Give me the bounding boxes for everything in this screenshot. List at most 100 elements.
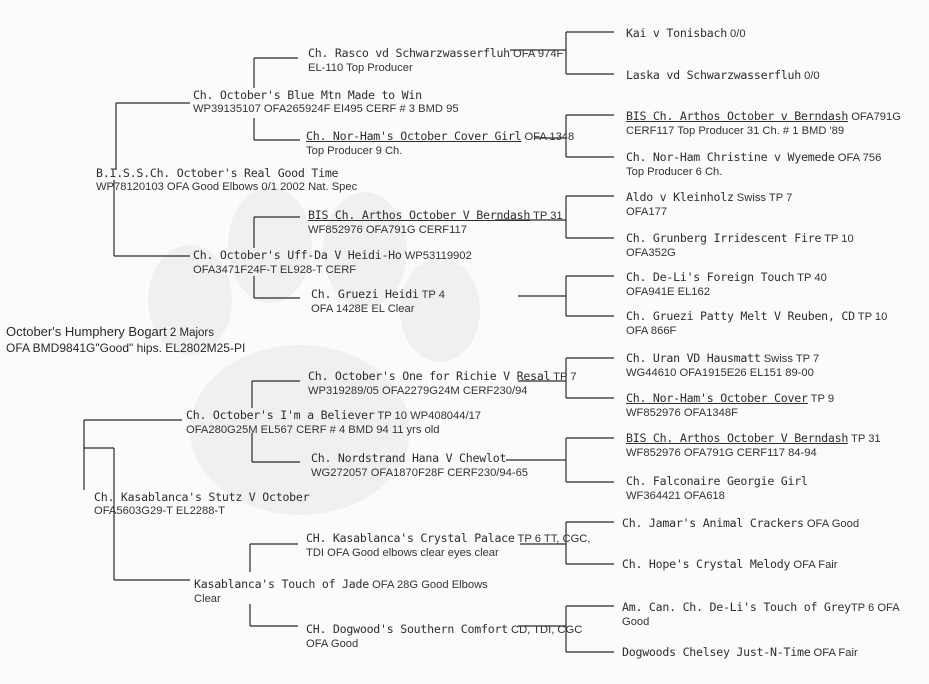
g4-name: Ch. Nor-Ham Christine v Wyemede <box>626 150 835 164</box>
sd-name: Ch. October's Uff-Da V Heidi-Ho <box>193 248 402 262</box>
dsd-details: WG272057 OFA1870F28F CERF230/94-65 <box>311 467 529 479</box>
g4-entry: Ch. Grunberg Irridescent Fire TP 10 OFA3… <box>626 231 854 260</box>
ddd-name-rest: CD, TDI, CGC <box>507 624 583 636</box>
g4-name: Ch. Hope's Crystal Melody <box>622 557 791 571</box>
g4-name-rest: 0/0 <box>800 70 820 82</box>
g4-details: OFA177 <box>626 206 668 218</box>
g4-name-rest: OFA Fair <box>790 559 838 571</box>
ss-name: Ch. October's Blue Mtn Made to Win <box>193 88 422 102</box>
g4-name-rest: TP 6 OFA <box>850 602 900 614</box>
g4-name: BIS Ch. Arthos October v Berndash <box>626 109 849 123</box>
sss-entry: Ch. Rasco vd Schwarzwasserfluh OFA 974F … <box>308 46 563 75</box>
g4-name-rest: Swiss TP 7 <box>760 353 820 365</box>
dd-details: Clear <box>194 593 221 605</box>
sire-name: B.I.S.S.Ch. October's Real Good Time <box>96 166 339 180</box>
dsd-entry: Ch. Nordstrand Hana V Chewlot WG272057 O… <box>311 451 528 480</box>
dam-name: Ch. Kasablanca's Stutz V October <box>94 490 310 504</box>
g4-name: Ch. Nor-Ham's October Cover <box>626 391 808 405</box>
sdd-entry: Ch. Gruezi Heidi TP 4 OFA 1428E EL Clear <box>311 287 445 316</box>
g4-name-rest: OFA Good <box>803 518 860 530</box>
g4-entry: Ch. Nor-Ham's October Cover TP 9 WF85297… <box>626 391 834 420</box>
dss-name-rest: TP 7 <box>550 371 577 383</box>
g4-entry: Ch. Hope's Crystal Melody OFA Fair <box>622 557 838 572</box>
sss-name-rest: OFA 974F <box>509 48 564 60</box>
g4-entry: Dogwoods Chelsey Just-N-Time OFA Fair <box>622 645 858 660</box>
g4-entry: Ch. Jamar's Animal Crackers OFA Good <box>622 516 859 531</box>
sire-entry: B.I.S.S.Ch. October's Real Good Time WP7… <box>96 166 357 194</box>
ds-name: Ch. October's I'm a Believer <box>186 408 375 422</box>
dss-entry: Ch. October's One for Richie V Resal TP … <box>308 369 577 398</box>
sss-details: EL-110 Top Producer <box>308 62 413 74</box>
g4-entry: Aldo v Kleinholz Swiss TP 7 OFA177 <box>626 190 792 219</box>
g4-name: Ch. Uran VD Hausmatt <box>626 351 761 365</box>
g4-name: Ch. Falconaire Georgie Girl <box>626 474 808 488</box>
g4-details: WF852976 OFA791G CERF117 84-94 <box>626 447 817 459</box>
ssd-entry: Ch. Nor-Ham's October Cover Girl OFA 134… <box>306 129 574 158</box>
g4-details: Good <box>622 616 650 628</box>
ds-entry: Ch. October's I'm a Believer TP 10 WP408… <box>186 408 481 437</box>
g4-name-rest: OFA 756 <box>834 152 882 164</box>
subject-entry: October's Humphery Bogart 2 Majors OFA B… <box>6 324 245 356</box>
g4-name-rest: TP 10 <box>821 233 854 245</box>
g4-name: BIS Ch. Arthos October V Berndash <box>626 431 849 445</box>
sds-name-rest: TP 31 <box>530 210 563 222</box>
g4-entry: BIS Ch. Arthos October V Berndash TP 31 … <box>626 431 881 460</box>
g4-details: WG44610 OFA1915E26 EL151 89-00 <box>626 367 814 379</box>
ddd-entry: CH. Dogwood's Southern Comfort CD, TDI, … <box>306 622 582 651</box>
ds-name-rest: TP 10 WP408044/17 <box>374 410 482 422</box>
g4-name-rest: TP 9 <box>807 393 835 405</box>
g4-entry: Kai v Tonisbach 0/0 <box>626 26 746 41</box>
sdd-details: OFA 1428E EL Clear <box>311 303 415 315</box>
sdd-name-rest: TP 4 <box>418 289 446 301</box>
g4-name-rest: Swiss TP 7 <box>733 192 793 204</box>
g4-name-rest: OFA Fair <box>810 647 858 659</box>
g4-name: Ch. Grunberg Irridescent Fire <box>626 231 822 245</box>
subject-note: 2 Majors <box>166 327 215 339</box>
g4-entry: BIS Ch. Arthos October v Berndash OFA791… <box>626 109 901 138</box>
g4-name: Am. Can. Ch. De-Li's Touch of Grey <box>622 600 851 614</box>
ddd-name: CH. Dogwood's Southern Comfort <box>306 622 508 636</box>
ssd-name: Ch. Nor-Ham's October Cover Girl <box>306 129 522 143</box>
sds-name: BIS Ch. Arthos October V Berndash <box>308 208 531 222</box>
g4-details: Top Producer 6 Ch. <box>626 166 723 178</box>
g4-name-rest: TP 10 <box>854 311 888 323</box>
g4-details: WF364421 OFA618 <box>626 490 725 502</box>
ddd-details: OFA Good <box>306 638 359 650</box>
ssd-details: Top Producer 9 Ch. <box>306 145 403 157</box>
sire-details: WP78120103 OFA Good Elbows 0/1 2002 Nat.… <box>96 181 358 193</box>
dds-entry: CH. Kasablanca's Crystal Palace TP 6 TT,… <box>306 531 591 560</box>
g4-name-rest: 0/0 <box>726 28 746 40</box>
dam-details: OFA5603G29-T EL2288-T <box>94 505 226 517</box>
g4-details: WF852976 OFA1348F <box>626 407 738 419</box>
dss-details: WP319289/05 OFA2279G24M CERF230/94 <box>308 385 528 397</box>
dds-details: TDI OFA Good elbows clear eyes clear <box>306 547 499 559</box>
dam-entry: Ch. Kasablanca's Stutz V October OFA5603… <box>94 490 310 518</box>
dd-entry: Kasablanca's Touch of Jade OFA 28G Good … <box>194 577 488 606</box>
sds-entry: BIS Ch. Arthos October V Berndash TP 31 … <box>308 208 563 237</box>
g4-name: Ch. Jamar's Animal Crackers <box>622 516 804 530</box>
sds-details: WF852976 OFA791G CERF117 <box>308 224 467 236</box>
dsd-name: Ch. Nordstrand Hana V Chewlot <box>311 451 507 465</box>
ds-details: OFA280G25M EL567 CERF # 4 BMD 94 11 yrs … <box>186 424 440 436</box>
sdd-name: Ch. Gruezi Heidi <box>311 287 419 301</box>
sd-entry: Ch. October's Uff-Da V Heidi-Ho WP531199… <box>193 248 472 277</box>
g4-name: Ch. Gruezi Patty Melt V Reuben, CD <box>626 309 855 323</box>
g4-name-rest: OFA791G <box>848 111 901 123</box>
dss-name: Ch. October's One for Richie V Resal <box>308 369 551 383</box>
g4-name: Ch. De-Li's Foreign Touch <box>626 270 795 284</box>
sd-details: OFA3471F24F-T EL928-T CERF <box>193 264 357 276</box>
g4-details: OFA352G <box>626 247 676 259</box>
sss-name: Ch. Rasco vd Schwarzwasserfluh <box>308 46 510 60</box>
g4-name: Laska vd Schwarzwasserfluh <box>626 68 801 82</box>
g4-entry: Laska vd Schwarzwasserfluh 0/0 <box>626 68 820 83</box>
g4-entry: Ch. Nor-Ham Christine v Wyemede OFA 756 … <box>626 150 881 179</box>
g4-details: OFA941E EL162 <box>626 286 710 298</box>
g4-entry: Ch. Uran VD Hausmatt Swiss TP 7 WG44610 … <box>626 351 819 380</box>
g4-entry: Ch. De-Li's Foreign Touch TP 40 OFA941E … <box>626 270 827 299</box>
g4-name-rest: TP 40 <box>794 272 827 284</box>
g4-name: Dogwoods Chelsey Just-N-Time <box>622 645 811 659</box>
g4-entry: Ch. Gruezi Patty Melt V Reuben, CD TP 10… <box>626 309 887 338</box>
subject-name: October's Humphery Bogart <box>6 324 167 339</box>
g4-name: Aldo v Kleinholz <box>626 190 734 204</box>
